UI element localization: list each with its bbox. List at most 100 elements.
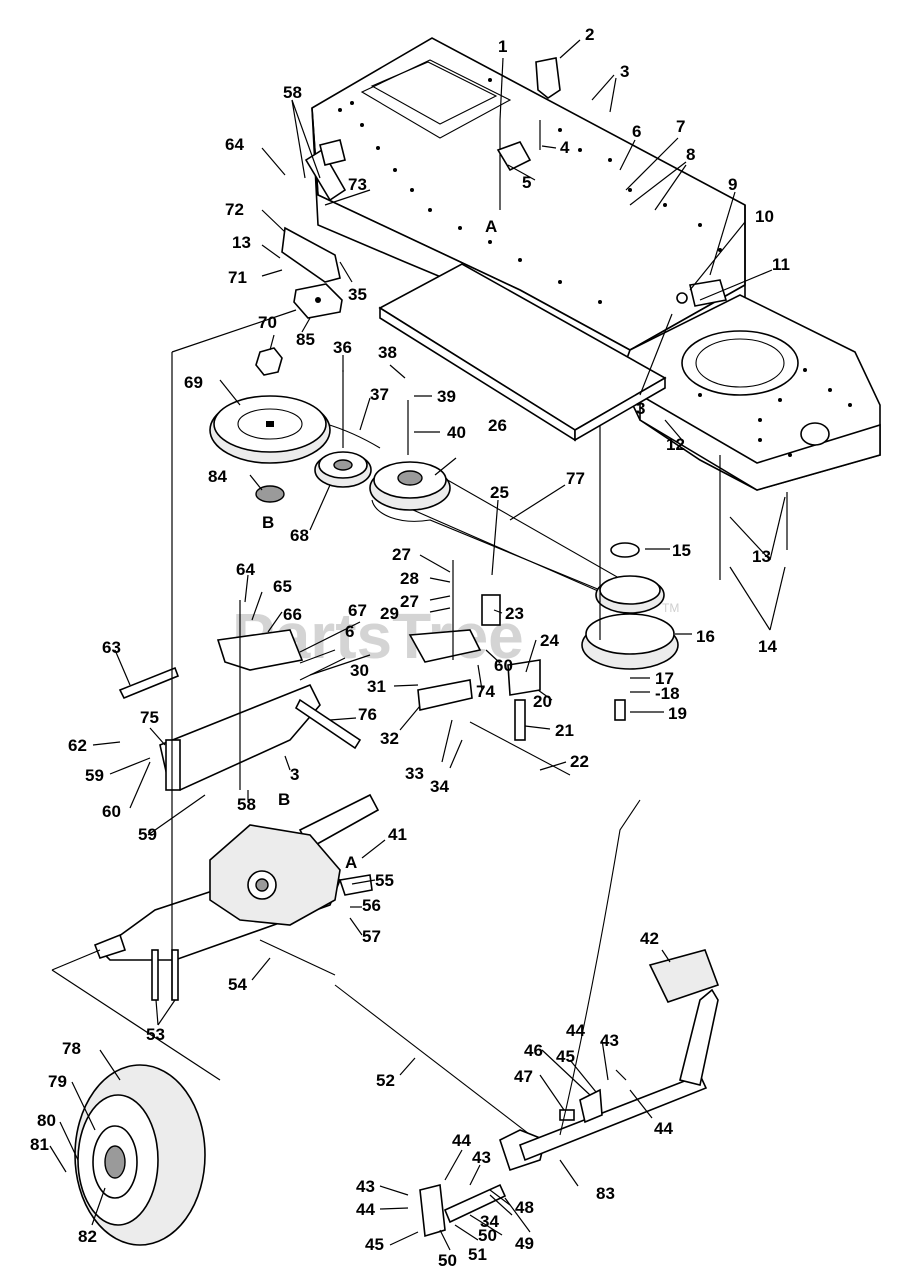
callout-63: 63 bbox=[102, 638, 121, 657]
callout-67: 67 bbox=[348, 601, 367, 620]
callout-5: 5 bbox=[522, 173, 531, 192]
bracket-plate bbox=[319, 139, 346, 166]
cable-part-54 bbox=[259, 939, 336, 976]
rod-part-52 bbox=[334, 984, 551, 1151]
bracket-part-45 bbox=[579, 1088, 603, 1124]
callout-55: 55 bbox=[375, 871, 394, 890]
callout-73: 73 bbox=[348, 175, 367, 194]
callout-81: 81 bbox=[30, 1135, 49, 1154]
callout-44: 44 bbox=[452, 1131, 471, 1150]
callout-35: 35 bbox=[348, 285, 367, 304]
callout-50: 50 bbox=[478, 1226, 497, 1245]
reference-marker-a: A bbox=[485, 217, 497, 236]
belt-loop bbox=[371, 499, 601, 591]
frame-holes bbox=[338, 78, 852, 457]
idler-arm-part-29 bbox=[408, 629, 482, 663]
callout-44: 44 bbox=[566, 1021, 585, 1040]
callout-65: 65 bbox=[273, 577, 292, 596]
callout-70: 70 bbox=[258, 313, 277, 332]
bolt-part-53b bbox=[171, 949, 179, 1001]
callout-44: 44 bbox=[654, 1119, 673, 1138]
callout-41: 41 bbox=[388, 825, 407, 844]
callout-40: 40 bbox=[447, 423, 466, 442]
reference-marker-b: B bbox=[278, 790, 290, 809]
rear-seat-opening bbox=[681, 330, 799, 396]
reference-marker-a: A bbox=[345, 853, 357, 872]
callout-15: 15 bbox=[672, 541, 691, 560]
callout-33: 33 bbox=[405, 764, 424, 783]
pulley-part-69-hub bbox=[237, 408, 303, 440]
callout-50: 50 bbox=[438, 1251, 457, 1270]
callout-22: 22 bbox=[570, 752, 589, 771]
callout-8: 8 bbox=[686, 145, 695, 164]
callout-44: 44 bbox=[356, 1200, 375, 1219]
callout-3: 3 bbox=[636, 399, 645, 418]
callout-51: 51 bbox=[468, 1245, 487, 1264]
reference-markers: A A B B bbox=[262, 217, 497, 872]
callout-76: 76 bbox=[358, 705, 377, 724]
callout-27: 27 bbox=[400, 592, 419, 611]
callout-37: 37 bbox=[370, 385, 389, 404]
bolt-part-47 bbox=[559, 1109, 575, 1121]
transaxle-body bbox=[209, 824, 341, 926]
callout-58: 58 bbox=[283, 83, 302, 102]
pulley-part-16-top bbox=[585, 613, 675, 655]
collar-part-15 bbox=[610, 542, 640, 558]
callout-16: 16 bbox=[696, 627, 715, 646]
callout-52: 52 bbox=[376, 1071, 395, 1090]
callout-7: 7 bbox=[676, 117, 685, 136]
spring-part-63 bbox=[118, 666, 180, 700]
transaxle bbox=[93, 793, 380, 1001]
callout-60: 60 bbox=[102, 802, 121, 821]
axle-end-left bbox=[93, 933, 127, 959]
callout-13: 13 bbox=[752, 547, 771, 566]
callout-19: 19 bbox=[668, 704, 687, 723]
callout-38: 38 bbox=[378, 343, 397, 362]
callout-72: 72 bbox=[225, 200, 244, 219]
pedal-shaft-part-83 bbox=[519, 1073, 708, 1162]
callout-23: 23 bbox=[505, 604, 524, 623]
callout-24: 24 bbox=[540, 631, 559, 650]
callout-83: 83 bbox=[596, 1184, 615, 1203]
cable-to-pedal bbox=[559, 799, 641, 1136]
callout-32: 32 bbox=[380, 729, 399, 748]
callout-28: 28 bbox=[400, 569, 419, 588]
leader-lines bbox=[49, 39, 788, 1251]
watermark-tm: TM bbox=[662, 601, 679, 615]
bracket-part-72 bbox=[281, 226, 341, 283]
callout-3: 3 bbox=[290, 765, 299, 784]
callout-26: 26 bbox=[488, 416, 507, 435]
callout-48: 48 bbox=[515, 1198, 534, 1217]
callout-11: 11 bbox=[772, 255, 790, 274]
callout-42: 42 bbox=[640, 929, 659, 948]
callout-84: 84 bbox=[208, 467, 227, 486]
belt-part-77-upper bbox=[429, 469, 641, 591]
bracket-tab-75 bbox=[165, 739, 181, 791]
switch-bracket-part-9 bbox=[689, 279, 728, 307]
callout-6: 6 bbox=[632, 122, 641, 141]
idler-linkage bbox=[118, 560, 571, 791]
callout-71: 71 bbox=[228, 268, 247, 287]
callout-60: 60 bbox=[494, 656, 513, 675]
bracket-part-66 bbox=[216, 629, 304, 671]
callout-56: 56 bbox=[362, 896, 381, 915]
callout-43: 43 bbox=[600, 1031, 619, 1050]
rod-part-21 bbox=[514, 699, 526, 741]
callout-57: 57 bbox=[362, 927, 381, 946]
callout-39: 39 bbox=[437, 387, 456, 406]
callout-labels: 1 2 3 3 3 4 5 6 6 7 8 9 10 11 12 13 13 1… bbox=[30, 25, 790, 1270]
pedal-linkage bbox=[259, 799, 720, 1238]
footrest-plate-edge-right bbox=[574, 376, 666, 442]
callout-80: 80 bbox=[37, 1111, 56, 1130]
callout-78: 78 bbox=[62, 1039, 81, 1058]
lever-part-51 bbox=[419, 1184, 446, 1238]
belt-part-77-lower bbox=[371, 491, 631, 606]
callout-59: 59 bbox=[85, 766, 104, 785]
nut-part-70 bbox=[255, 347, 283, 376]
pedal-arm-part-42 bbox=[679, 988, 719, 1086]
bolt-part-19 bbox=[614, 699, 626, 721]
callout-58: 58 bbox=[237, 795, 256, 814]
callout-25: 25 bbox=[490, 483, 509, 502]
